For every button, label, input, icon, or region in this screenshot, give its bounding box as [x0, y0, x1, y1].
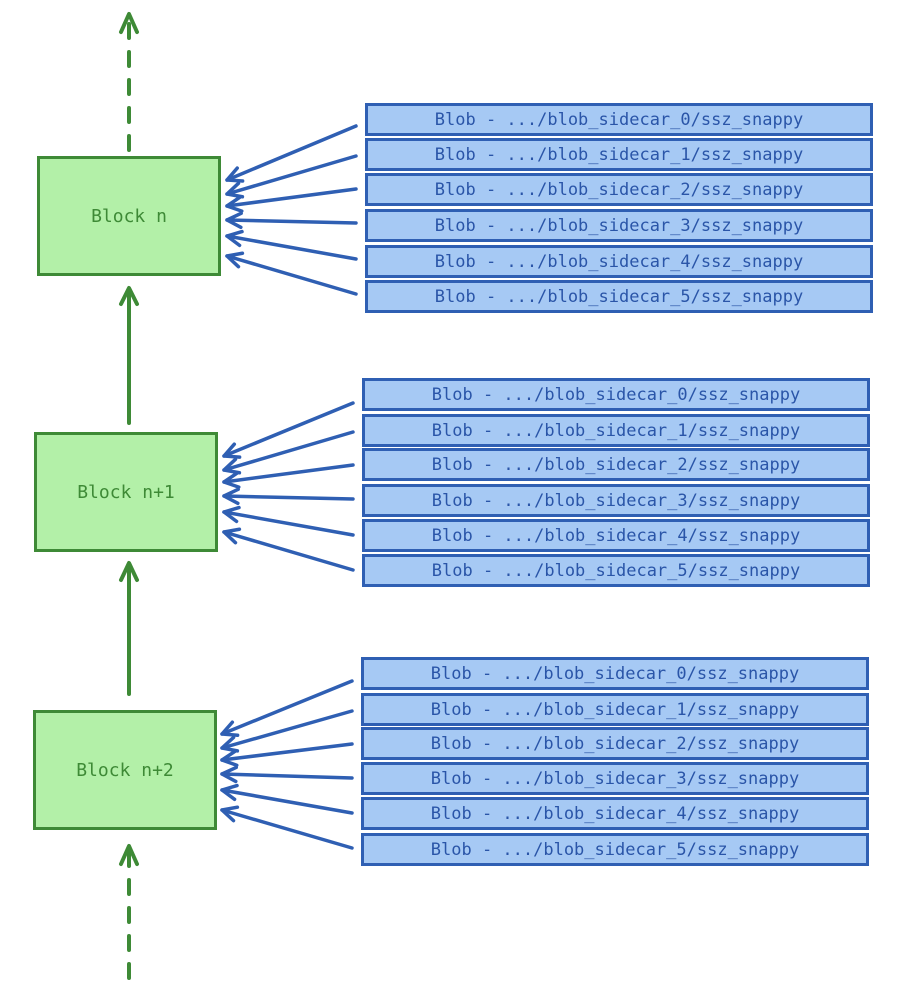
blob-label: Blob - .../blob_sidecar_2/ssz_snappy: [434, 179, 804, 200]
arrowhead: [220, 783, 239, 802]
arrowhead: [225, 211, 243, 230]
blob-sidecar-5: Blob - .../blob_sidecar_5/ssz_snappy: [361, 833, 869, 866]
block-n-plus-2: Block n+2: [33, 710, 217, 830]
blob-sidecar-1: Blob - .../blob_sidecar_1/ssz_snappy: [365, 138, 873, 171]
arrowhead: [222, 505, 241, 524]
arrowhead: [220, 749, 239, 767]
blob-sidecar-5: Blob - .../blob_sidecar_5/ssz_snappy: [362, 554, 870, 587]
blob-to-block-arrow: [222, 463, 355, 484]
blob-label: Blob - .../blob_sidecar_5/ssz_snappy: [431, 560, 801, 581]
blob-sidecar-0: Blob - .../blob_sidecar_0/ssz_snappy: [365, 103, 873, 136]
blob-sidecar-3: Blob - .../blob_sidecar_3/ssz_snappy: [362, 484, 870, 517]
blob-to-block-arrow: [225, 218, 358, 225]
blob-to-block-arrow: [225, 234, 358, 261]
blob-sidecar-2: Blob - .../blob_sidecar_2/ssz_snappy: [362, 448, 870, 481]
blob-to-block-arrow: [222, 430, 355, 472]
blob-sidecar-0: Blob - .../blob_sidecar_0/ssz_snappy: [362, 378, 870, 411]
blob-to-block-arrow: [220, 679, 354, 736]
blob-sidecar-3: Blob - .../blob_sidecar_3/ssz_snappy: [365, 209, 873, 242]
blob-label: Blob - .../blob_sidecar_4/ssz_snappy: [431, 525, 801, 546]
blob-sidecar-1: Blob - .../blob_sidecar_1/ssz_snappy: [361, 693, 869, 726]
arrowhead: [222, 487, 240, 506]
chain-arrow-n2-to-n1: [119, 561, 139, 696]
blob-to-block-arrow: [225, 124, 358, 182]
blob-label: Blob - .../blob_sidecar_3/ssz_snappy: [434, 215, 804, 236]
block-n-plus-1: Block n+1: [34, 432, 218, 552]
dashed-arrow-bottom: [119, 844, 139, 980]
blob-to-block-arrow: [222, 510, 355, 537]
blob-to-block-arrow: [220, 808, 354, 850]
arrowhead: [220, 720, 240, 737]
blob-to-block-arrow: [225, 154, 358, 196]
blob-label: Blob - .../blob_sidecar_0/ssz_snappy: [434, 109, 804, 130]
blob-to-block-arrow: [225, 187, 358, 208]
block-label: Block n+2: [76, 759, 174, 781]
blob-sidecar-2: Blob - .../blob_sidecar_2/ssz_snappy: [361, 727, 869, 760]
blob-sidecar-4: Blob - .../blob_sidecar_4/ssz_snappy: [362, 519, 870, 552]
arrowhead: [225, 166, 245, 183]
blob-label: Blob - .../blob_sidecar_1/ssz_snappy: [434, 144, 804, 165]
blob-sidecar-4: Blob - .../blob_sidecar_4/ssz_snappy: [365, 245, 873, 278]
arrowhead: [225, 181, 245, 199]
arrowhead: [222, 527, 242, 545]
blob-stack-block-n: Blob - .../blob_sidecar_0/ssz_snappy Blo…: [365, 103, 875, 315]
blob-sidecar-4: Blob - .../blob_sidecar_4/ssz_snappy: [361, 797, 869, 830]
blob-to-block-arrow: [222, 494, 355, 501]
blob-arrow-group-1: [222, 401, 355, 572]
block-label: Block n: [91, 205, 167, 227]
blob-label: Blob - .../blob_sidecar_2/ssz_snappy: [430, 733, 800, 754]
blob-label: Blob - .../blob_sidecar_2/ssz_snappy: [431, 454, 801, 475]
chain-arrow-n1-to-n: [119, 286, 139, 425]
blob-label: Blob - .../blob_sidecar_3/ssz_snappy: [430, 768, 800, 789]
blob-label: Blob - .../blob_sidecar_1/ssz_snappy: [431, 420, 801, 441]
block-label: Block n+1: [77, 481, 175, 503]
blob-sidecar-0: Blob - .../blob_sidecar_0/ssz_snappy: [361, 657, 869, 690]
blob-stack-block-n-plus-2: Blob - .../blob_sidecar_0/ssz_snappy Blo…: [361, 657, 871, 869]
blob-arrow-group-0: [225, 124, 358, 296]
arrowhead: [222, 457, 242, 475]
blob-label: Blob - .../blob_sidecar_3/ssz_snappy: [431, 490, 801, 511]
arrowhead: [225, 251, 245, 269]
arrowhead: [220, 765, 238, 784]
arrowhead: [222, 471, 241, 489]
blob-to-block-arrow: [220, 709, 354, 750]
blob-label: Blob - .../blob_sidecar_0/ssz_snappy: [430, 663, 800, 684]
arrowhead: [225, 195, 244, 213]
blob-to-block-arrow: [220, 772, 354, 780]
blob-label: Blob - .../blob_sidecar_5/ssz_snappy: [430, 839, 800, 860]
block-n: Block n: [37, 156, 221, 276]
dashed-arrow-top: [119, 12, 139, 152]
blob-arrow-group-2: [220, 679, 354, 850]
arrowhead: [222, 442, 242, 459]
blob-to-block-arrow: [222, 530, 355, 572]
blob-label: Blob - .../blob_sidecar_0/ssz_snappy: [431, 384, 801, 405]
blob-to-block-arrow: [220, 742, 354, 762]
blob-sidecar-1: Blob - .../blob_sidecar_1/ssz_snappy: [362, 414, 870, 447]
blob-sidecar-3: Blob - .../blob_sidecar_3/ssz_snappy: [361, 762, 869, 795]
blob-label: Blob - .../blob_sidecar_4/ssz_snappy: [430, 803, 800, 824]
blob-sidecar-2: Blob - .../blob_sidecar_2/ssz_snappy: [365, 173, 873, 206]
blob-sidecar-5: Blob - .../blob_sidecar_5/ssz_snappy: [365, 280, 873, 313]
arrowhead: [220, 735, 240, 753]
blob-label: Blob - .../blob_sidecar_1/ssz_snappy: [430, 699, 800, 720]
arrowhead: [225, 229, 244, 248]
blob-label: Blob - .../blob_sidecar_4/ssz_snappy: [434, 251, 804, 272]
blob-to-block-arrow: [220, 788, 354, 815]
blob-to-block-arrow: [225, 254, 358, 296]
blob-label: Blob - .../blob_sidecar_5/ssz_snappy: [434, 286, 804, 307]
blob-stack-block-n-plus-1: Blob - .../blob_sidecar_0/ssz_snappy Blo…: [362, 378, 872, 590]
arrowhead: [220, 805, 240, 823]
blob-to-block-arrow: [222, 401, 355, 458]
